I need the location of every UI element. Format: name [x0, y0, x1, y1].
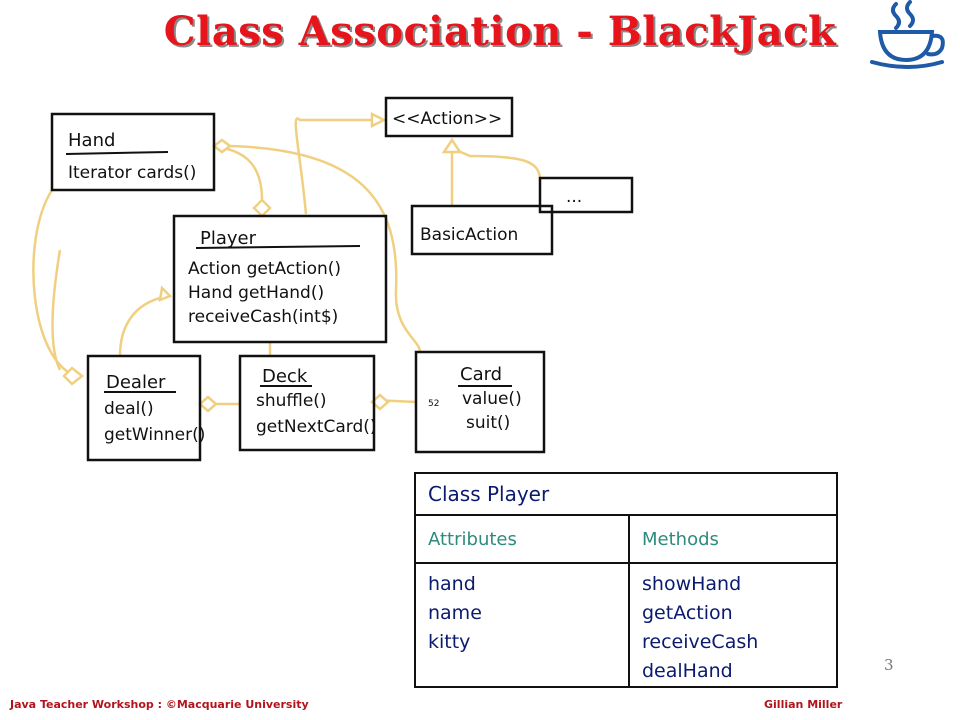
card-member: suit(): [466, 413, 510, 433]
deck-class-name: Deck: [262, 366, 308, 387]
table-title: Class Player: [414, 472, 838, 516]
footer-left: Java Teacher Workshop : ©Macquarie Unive…: [10, 698, 309, 711]
class-box-deck: [238, 354, 376, 452]
hand-member: Iterator cards(): [68, 163, 196, 183]
player-member: Hand getHand(): [188, 283, 324, 303]
connector-hand-player: [213, 144, 264, 201]
ellipsis-label: ...: [566, 187, 582, 207]
diamond-dealer-left: [62, 366, 85, 386]
dealer-member: getWinner(): [104, 425, 205, 445]
player-member: Action getAction(): [188, 259, 341, 279]
card-class-name: Card: [460, 364, 502, 385]
action-class-name: <<Action>>: [392, 109, 502, 129]
connector-ellipsis-action: [455, 148, 542, 181]
diamond-hand-right: [211, 138, 233, 154]
deck-member: shuffle(): [256, 391, 327, 411]
player-member: receiveCash(int$): [188, 307, 338, 327]
slide-title: Class Association - BlackJack: [163, 8, 837, 55]
class-player-table: Class Player Attributes Methods hand nam…: [414, 472, 838, 688]
methods-cell: showHand getAction receiveCash dealHand: [628, 562, 838, 688]
class-box-card: [414, 350, 546, 454]
method-item: showHand: [642, 573, 742, 595]
arrowhead-player: [158, 285, 173, 302]
attribute-item: hand: [428, 573, 476, 595]
method-item: getAction: [642, 602, 733, 624]
arrowhead-action: [370, 111, 387, 129]
class-box-dealer: [86, 354, 202, 462]
triangle-action-inherit: [441, 137, 463, 154]
footer-right: Gillian Miller: [764, 698, 843, 711]
method-item: receiveCash: [642, 631, 759, 653]
class-box-hand: [50, 112, 216, 192]
attributes-cell: hand name kitty: [414, 562, 630, 688]
deck-member: getNextCard(): [256, 417, 377, 437]
diamond-player-top: [252, 198, 272, 218]
card-multiplicity: 52: [428, 399, 439, 409]
java-coffee-cup-icon: [870, 0, 945, 69]
connector-player-action: [294, 117, 384, 215]
method-item: dealHand: [642, 660, 733, 682]
class-box-player: [172, 214, 388, 344]
page-number: 3: [884, 656, 894, 674]
connector-hand-card: [229, 144, 422, 353]
class-box-basic-action: [410, 204, 554, 256]
column-header-methods: Methods: [628, 514, 838, 564]
connector-dealer-player: [118, 294, 171, 357]
attribute-item: name: [428, 602, 482, 624]
class-box-ellipsis: [538, 176, 634, 214]
diamond-card-left: [370, 393, 390, 411]
basic-action-class-name: BasicAction: [420, 225, 518, 245]
dealer-member: deal(): [104, 399, 154, 419]
column-header-attributes: Attributes: [414, 514, 630, 564]
dealer-class-name: Dealer: [106, 372, 166, 393]
connector-hand-dealer: [32, 189, 77, 378]
connector-hand-dealer-lower: [51, 249, 62, 371]
player-class-name: Player: [200, 228, 257, 249]
diamond-deck-left: [198, 395, 218, 413]
card-member: value(): [462, 389, 522, 409]
attribute-item: kitty: [428, 631, 471, 653]
hand-class-name: Hand: [68, 130, 115, 151]
class-box-action: [384, 96, 514, 138]
